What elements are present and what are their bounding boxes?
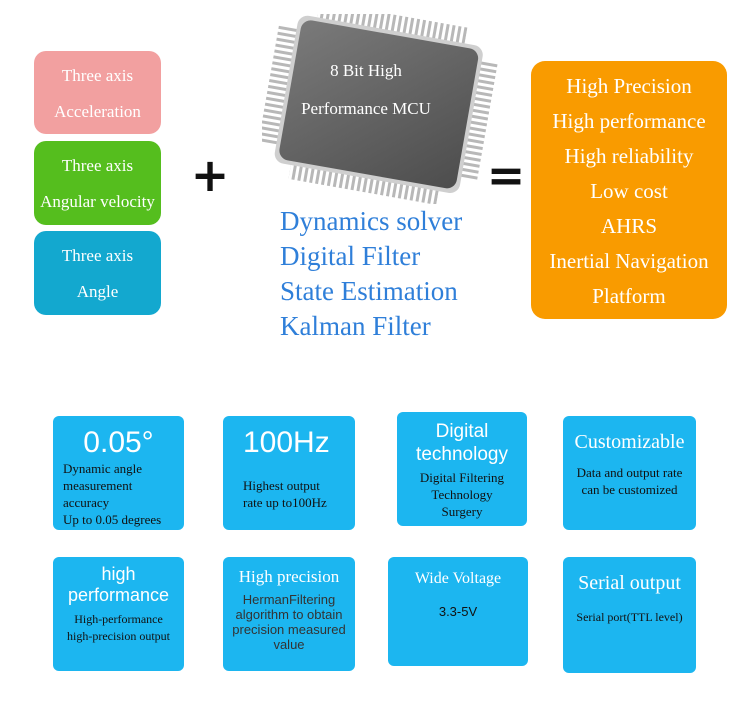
card-digital-technology-desc: Digital Filtering Technology Surgery	[397, 469, 527, 520]
card-customizable-desc: Data and output rate can be customized	[563, 464, 696, 498]
result-high-reliability: High reliability	[564, 144, 694, 168]
algorithm-list: Dynamics solver Digital Filter State Est…	[280, 204, 500, 344]
feature-card-accuracy: 0.05° Dynamic angle measurement accuracy…	[53, 416, 184, 530]
feature-card-high-precision: High precision HermanFiltering algorithm…	[223, 557, 355, 671]
result-inertial-navigation: Inertial Navigation	[549, 249, 709, 273]
sensor-acceleration-line1: Three axis	[61, 66, 134, 85]
card-high-precision-desc-line4: value	[273, 637, 305, 652]
mcu-chip-icon	[262, 14, 498, 204]
result-ahrs: AHRS	[600, 214, 658, 238]
algorithm-dynamics-solver: Dynamics solver	[280, 206, 463, 236]
algorithm-kalman-filter: Kalman Filter	[280, 311, 431, 341]
result-high-performance: High performance	[552, 109, 706, 133]
chip-label: 8 Bit High Performance MCU	[278, 52, 454, 128]
card-high-precision-desc-line3: precision measured	[232, 622, 346, 637]
card-high-precision-desc-line1: HermanFiltering	[242, 592, 336, 607]
card-customizable-desc-line2: can be customized	[581, 482, 678, 497]
card-customizable-title: Customizable	[574, 431, 685, 453]
card-high-performance-desc-line1: High-performance	[74, 612, 163, 626]
algorithm-state-estimation: State Estimation	[280, 276, 458, 306]
card-accuracy-desc-line1: Dynamic angle	[63, 461, 143, 476]
card-accuracy-title: 0.05°	[83, 426, 154, 459]
sensor-angle-line1: Three axis	[61, 246, 134, 265]
algorithm-digital-filter: Digital Filter	[280, 241, 421, 271]
sensor-angular-velocity: Three axis Angular velocity	[34, 141, 161, 225]
card-wide-voltage-title: Wide Voltage	[414, 570, 502, 587]
card-high-precision-title: High precision	[238, 567, 340, 586]
feature-card-high-performance: high performance High-performance high-p…	[53, 557, 184, 671]
chip-label-line1: 8 Bit High	[330, 61, 402, 80]
card-wide-voltage-desc: 3.3-5V	[388, 603, 528, 620]
card-accuracy-desc-line3: accuracy	[63, 495, 110, 510]
feature-card-serial-output: Serial output Serial port(TTL level)	[563, 557, 696, 673]
result-high-precision: High Precision	[566, 74, 692, 98]
card-accuracy-desc: Dynamic angle measurement accuracy Up to…	[53, 460, 184, 528]
card-digital-technology-desc-line3: Surgery	[441, 504, 483, 519]
card-digital-technology-title-line2: technology	[416, 444, 508, 465]
feature-card-wide-voltage: Wide Voltage 3.3-5V	[388, 557, 528, 666]
feature-card-output-rate: 100Hz Highest output rate up to100Hz	[223, 416, 355, 530]
results-box: High Precision High performance High rel…	[531, 61, 727, 319]
card-high-performance-desc: High-performance high-precision output	[53, 611, 184, 645]
sensor-acceleration-line2: Acceleration	[54, 102, 141, 121]
sensor-angular-velocity-line1: Three axis	[61, 156, 134, 175]
card-wide-voltage-desc-line1: 3.3-5V	[438, 604, 478, 619]
card-high-precision-desc-line2: algorithm to obtain	[235, 607, 343, 622]
card-digital-technology-desc-line2: Technology	[431, 487, 493, 502]
card-output-rate-desc-line1: Highest output	[243, 478, 320, 493]
sensor-acceleration: Three axis Acceleration	[34, 51, 161, 134]
card-digital-technology-desc-line1: Digital Filtering	[419, 470, 505, 485]
card-output-rate-desc: Highest output rate up to100Hz	[223, 477, 355, 511]
sensor-angular-velocity-line2: Angular velocity	[40, 192, 155, 211]
card-output-rate-desc-line2: rate up to100Hz	[243, 495, 327, 510]
result-platform: Platform	[592, 284, 666, 308]
card-serial-output-title: Serial output	[578, 572, 681, 594]
card-accuracy-desc-line4: Up to 0.05 degrees	[63, 512, 162, 527]
card-digital-technology-title: Digital technology	[397, 420, 527, 466]
result-low-cost: Low cost	[590, 179, 668, 203]
card-customizable-desc-line1: Data and output rate	[576, 465, 683, 480]
card-serial-output-desc-line1: Serial port(TTL level)	[576, 610, 683, 624]
card-output-rate-title: 100Hz	[243, 426, 330, 459]
feature-card-customizable: Customizable Data and output rate can be…	[563, 416, 696, 530]
plus-sign: +	[190, 148, 230, 202]
card-serial-output-desc: Serial port(TTL level)	[563, 609, 696, 626]
card-accuracy-desc-line2: measurement	[63, 478, 133, 493]
card-high-performance-title: high performance	[53, 564, 184, 606]
card-high-performance-title-line2: performance	[67, 585, 170, 605]
chip-label-line2: Performance MCU	[301, 99, 431, 118]
card-digital-technology-title-line1: Digital	[435, 421, 489, 442]
sensor-angle-line2: Angle	[76, 282, 119, 301]
card-high-performance-desc-line2: high-precision output	[67, 629, 170, 643]
equals-sign: =	[486, 148, 526, 202]
card-high-precision-desc: HermanFiltering algorithm to obtain prec…	[223, 592, 355, 652]
sensor-angle: Three axis Angle	[34, 231, 161, 315]
feature-card-digital-technology: Digital technology Digital Filtering Tec…	[397, 412, 527, 526]
card-high-performance-title-line1: high	[101, 564, 136, 584]
